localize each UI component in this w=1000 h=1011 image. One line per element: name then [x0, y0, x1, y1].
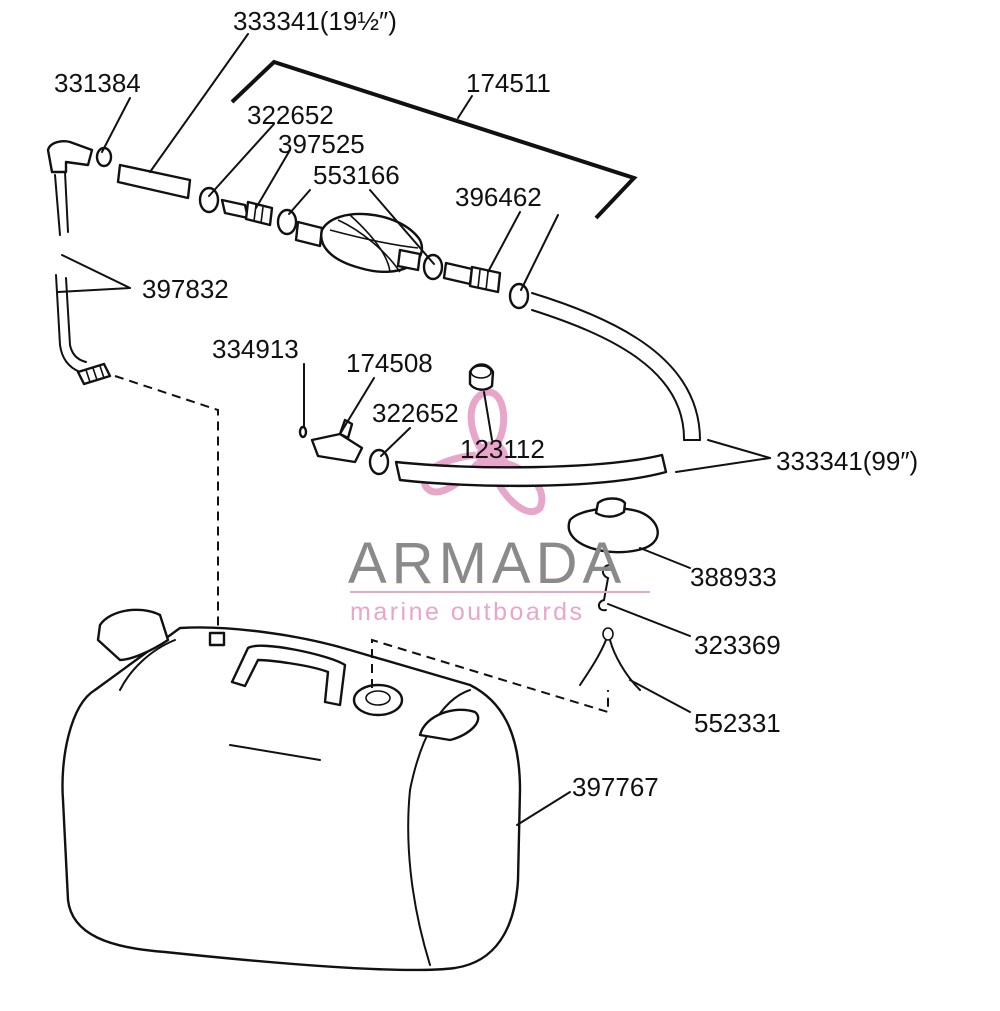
clamp-lower: [368, 448, 390, 476]
label-fuel-tank: 397767: [572, 772, 659, 802]
label-pump-assembly: 174511: [466, 68, 551, 98]
s-hook: [598, 564, 611, 612]
label-engine-connector: 123112: [460, 434, 545, 464]
label-hose-long: 333341(99″): [776, 446, 918, 476]
connector-upper: [220, 198, 274, 227]
hose-short: [116, 163, 192, 200]
pump-assembly-bracket: [230, 59, 638, 220]
hose-long: [394, 292, 701, 488]
primer-bulb: [294, 212, 423, 273]
pickup-tube: [54, 171, 112, 386]
pump-inlet-clamp: [276, 208, 298, 236]
filler-cap: [567, 497, 659, 554]
label-o-ring: 334913: [212, 334, 299, 364]
o-ring: [298, 425, 308, 439]
fuel-tank: [61, 608, 522, 972]
label-filler-cap: 388933: [690, 562, 777, 592]
label-clamp-lower: 322652: [372, 398, 459, 428]
assembly-line-filler: [371, 638, 609, 714]
label-fitting-elbow: 331384: [54, 68, 141, 98]
connector-lower: [442, 261, 502, 294]
label-pickup-tube: 397832: [142, 274, 229, 304]
engine-connector: [468, 363, 495, 391]
clamp-hose-outlet: [508, 282, 530, 310]
watermark-tagline: marine outboards: [350, 598, 585, 626]
label-tank-connector: 174508: [346, 348, 433, 378]
assembly-line-pickup: [114, 375, 219, 630]
label-connector-upper: 397525: [278, 129, 365, 159]
leader-lines: [57, 33, 771, 826]
label-s-hook: 323369: [694, 630, 781, 660]
cap-chain: [579, 627, 641, 691]
label-check-valve: 553166: [313, 160, 400, 190]
pump-outlet-clamp: [422, 253, 444, 281]
tank-connector: [310, 418, 364, 464]
label-connector-lower: 396462: [455, 182, 542, 212]
watermark-brand-name: ARMADA: [348, 531, 626, 596]
clamp-upper: [198, 186, 220, 214]
label-clamp-upper: 322652: [247, 100, 334, 130]
label-hose-short: 333341(19½″): [233, 6, 397, 36]
label-cap-chain: 552331: [694, 708, 781, 738]
elbow-fitting: [46, 140, 113, 174]
